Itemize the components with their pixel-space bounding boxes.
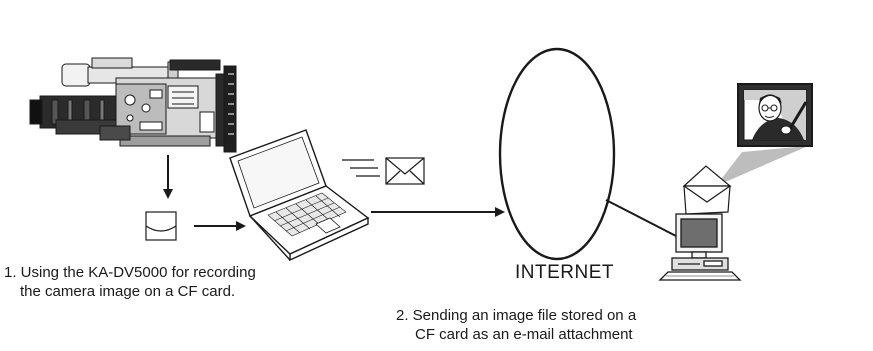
photo-beam <box>716 146 808 186</box>
internet-label: INTERNET <box>515 262 614 283</box>
step-2-caption: 2. Sending an image file stored on a CF … <box>396 306 636 344</box>
step-2-caption-line-2: CF card as an e-mail attachment <box>415 326 633 343</box>
portrait-photo-icon <box>737 83 813 147</box>
step-1-caption-line-2: the camera image on a CF card. <box>20 283 236 300</box>
internet-cloud <box>498 47 616 261</box>
connector-internet-to-desktop <box>605 199 677 237</box>
desktop-computer-icon <box>658 213 742 281</box>
step-2-caption-line-1: 2. Sending an image file stored on a <box>396 307 637 324</box>
laptop-icon <box>229 129 370 262</box>
camcorder-icon <box>29 57 237 153</box>
cf-card-icon <box>145 211 177 241</box>
step-1-caption-line-1: 1. Using the KA-DV5000 for recording <box>4 264 256 281</box>
envelope-icon <box>342 157 425 185</box>
step-1-caption: 1. Using the KA-DV5000 for recording the… <box>4 263 256 301</box>
open-envelope-icon <box>682 165 732 215</box>
